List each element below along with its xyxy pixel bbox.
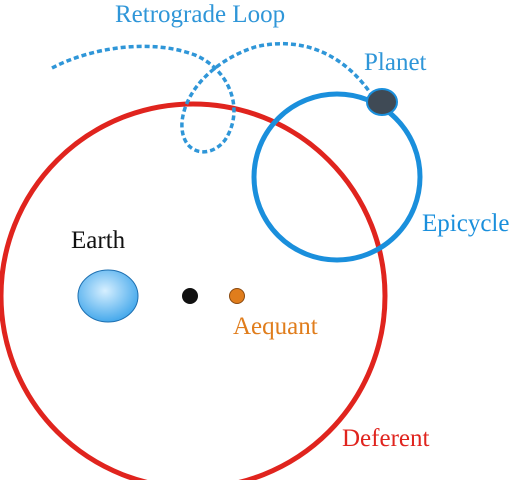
earth-label: Earth: [71, 227, 126, 254]
epicycle-label: Epicycle: [422, 210, 509, 237]
retrograde-loop-label: Retrograde Loop: [115, 1, 285, 28]
retrograde-loop-path: [51, 42, 377, 154]
epicycle-circle: [251, 91, 423, 263]
earth-body: [77, 269, 139, 323]
deferent-circle: [0, 101, 388, 480]
planet-body: [366, 88, 398, 116]
planet-label: Planet: [364, 49, 427, 76]
deferent-center-dot: [182, 288, 198, 304]
deferent-label: Deferent: [342, 425, 429, 452]
aequant-dot: [229, 288, 245, 304]
aequant-label: Aequant: [233, 313, 318, 340]
